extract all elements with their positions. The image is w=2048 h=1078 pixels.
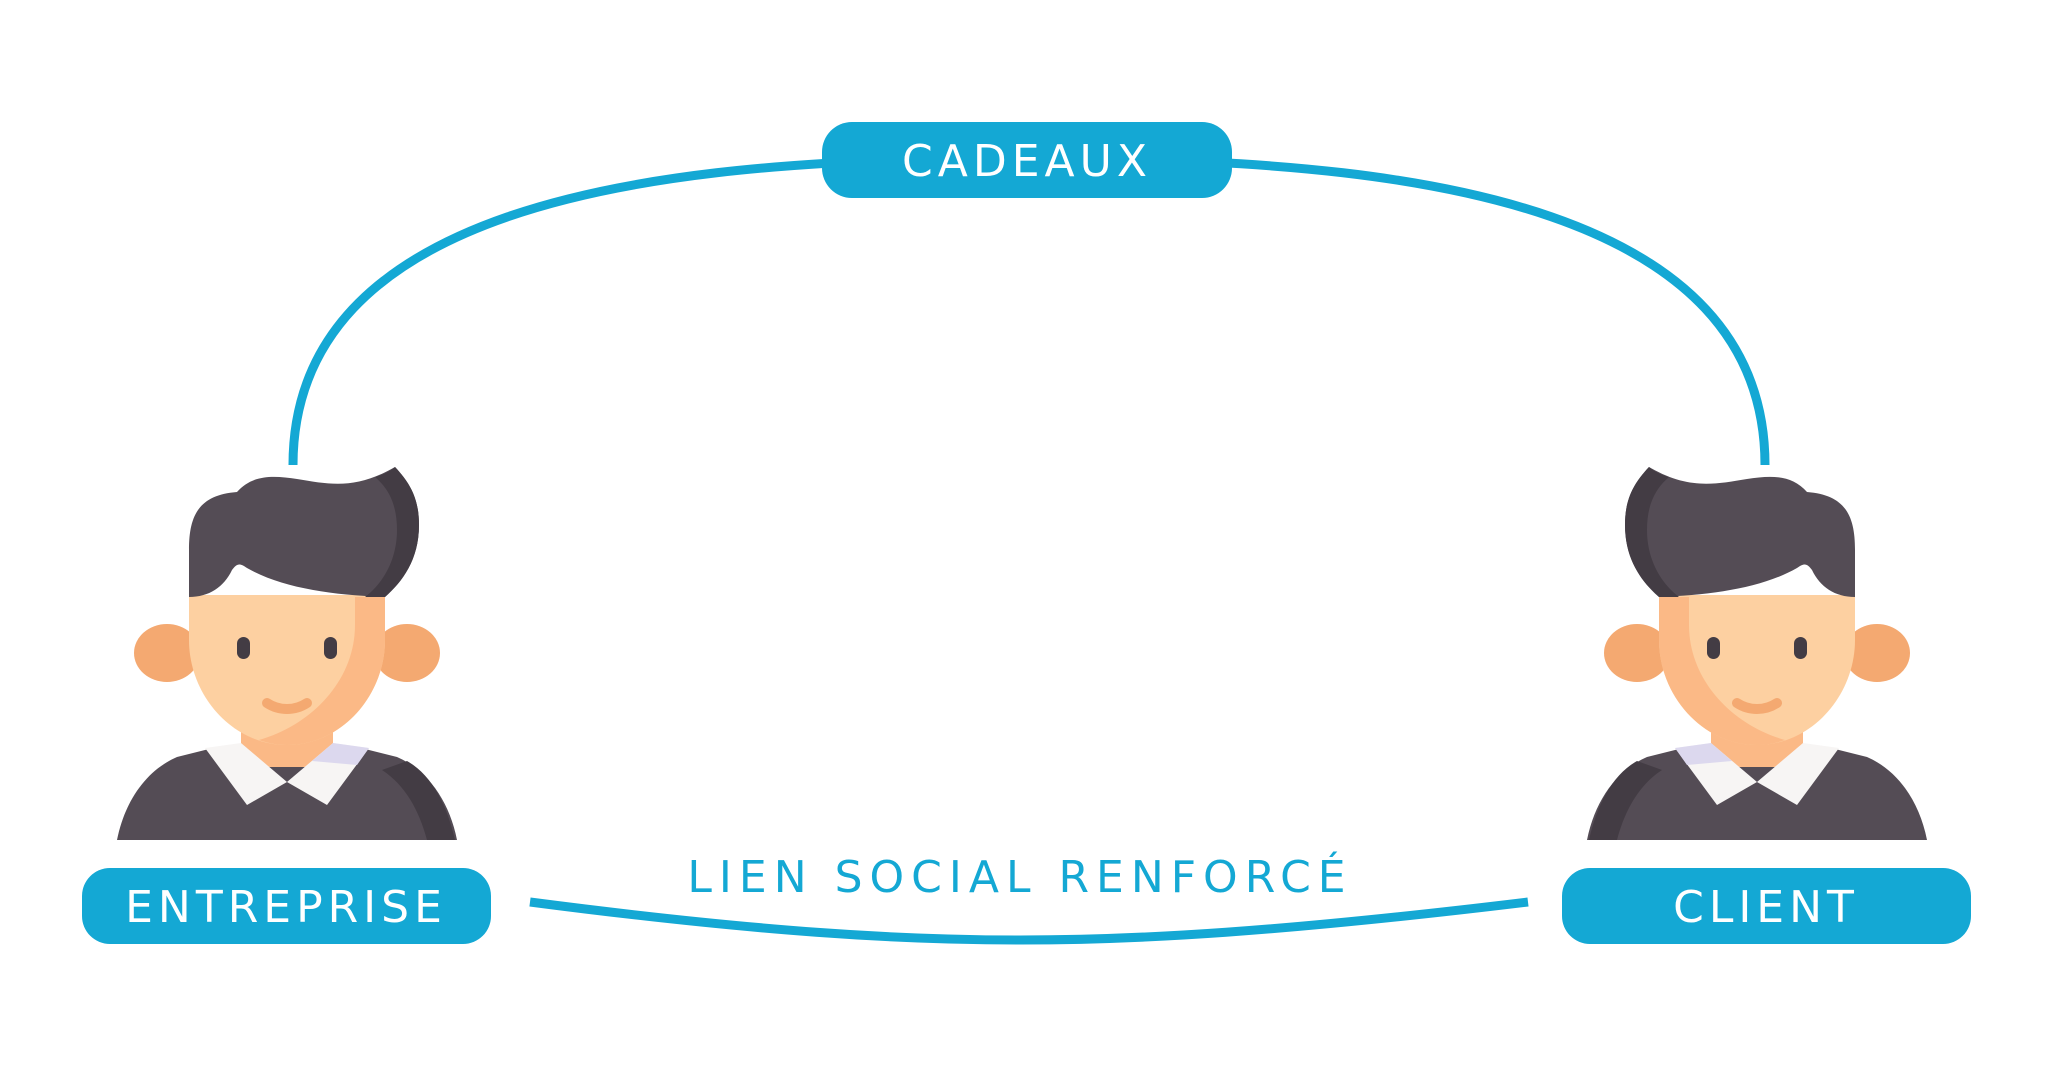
cadeaux-label: CADEAUX bbox=[902, 136, 1152, 187]
customer-icon bbox=[1587, 467, 1927, 840]
client-badge: CLIENT bbox=[1562, 868, 1971, 944]
cadeaux-badge: CADEAUX bbox=[822, 122, 1232, 198]
top-arc-connector bbox=[288, 154, 1770, 466]
businessman-icon bbox=[117, 467, 457, 840]
entreprise-label: ENTREPRISE bbox=[125, 882, 447, 933]
lien-social-label: LIEN SOCIAL RENFORCÉ bbox=[687, 850, 1352, 903]
bottom-arc-connector bbox=[529, 897, 1529, 945]
client-label: CLIENT bbox=[1673, 882, 1859, 933]
entreprise-badge: ENTREPRISE bbox=[82, 868, 491, 944]
